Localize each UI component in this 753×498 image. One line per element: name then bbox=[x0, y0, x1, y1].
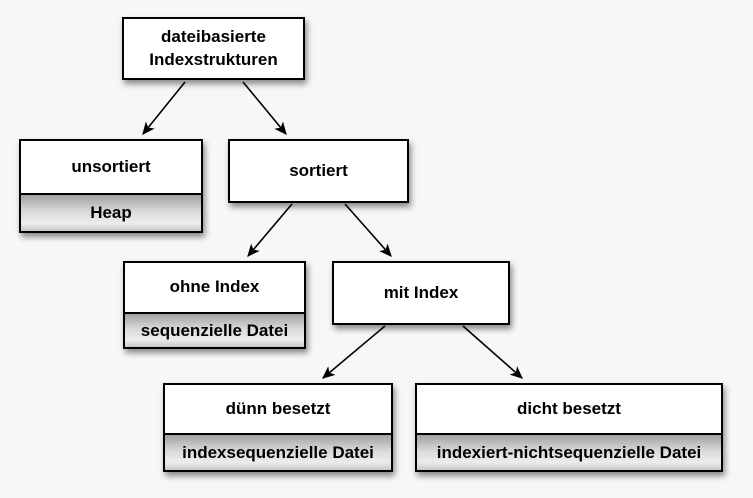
node-dicht-besetzt-sublabel: indexiert-nichtsequenzielle Datei bbox=[417, 433, 721, 470]
edge-mit-index-dicht bbox=[462, 325, 523, 379]
node-unsortiert-sublabel: Heap bbox=[21, 193, 201, 231]
node-dicht-besetzt: dicht besetzt indexiert-nichtsequenziell… bbox=[415, 383, 723, 472]
node-unsortiert: unsortiert Heap bbox=[19, 139, 203, 233]
node-duenn-besetzt-label: dünn besetzt bbox=[225, 398, 331, 418]
node-duenn-besetzt-sublabel: indexsequenzielle Datei bbox=[165, 433, 391, 470]
node-ohne-index-sublabel: sequenzielle Datei bbox=[125, 312, 304, 347]
edge-mit-index-duenn bbox=[322, 325, 386, 379]
node-root-label: dateibasierte Indexstrukturen bbox=[149, 27, 278, 69]
edge-root-sortiert bbox=[242, 81, 287, 135]
node-ohne-index: ohne Index sequenzielle Datei bbox=[123, 261, 306, 349]
node-sortiert-label: sortiert bbox=[289, 160, 348, 180]
node-mit-index-label: mit Index bbox=[383, 282, 459, 302]
node-ohne-index-label: ohne Index bbox=[169, 277, 260, 297]
node-mit-index: mit Index bbox=[332, 261, 510, 325]
node-unsortiert-label: unsortiert bbox=[71, 156, 151, 176]
node-root: dateibasierte Indexstrukturen bbox=[122, 17, 305, 80]
node-dicht-besetzt-label: dicht besetzt bbox=[517, 398, 621, 418]
edge-sortiert-ohne-index bbox=[247, 203, 293, 257]
node-duenn-besetzt: dünn besetzt indexsequenzielle Datei bbox=[163, 383, 393, 472]
edge-root-unsortiert bbox=[142, 81, 186, 135]
node-sortiert: sortiert bbox=[228, 139, 409, 203]
edge-sortiert-mit-index bbox=[344, 203, 392, 257]
